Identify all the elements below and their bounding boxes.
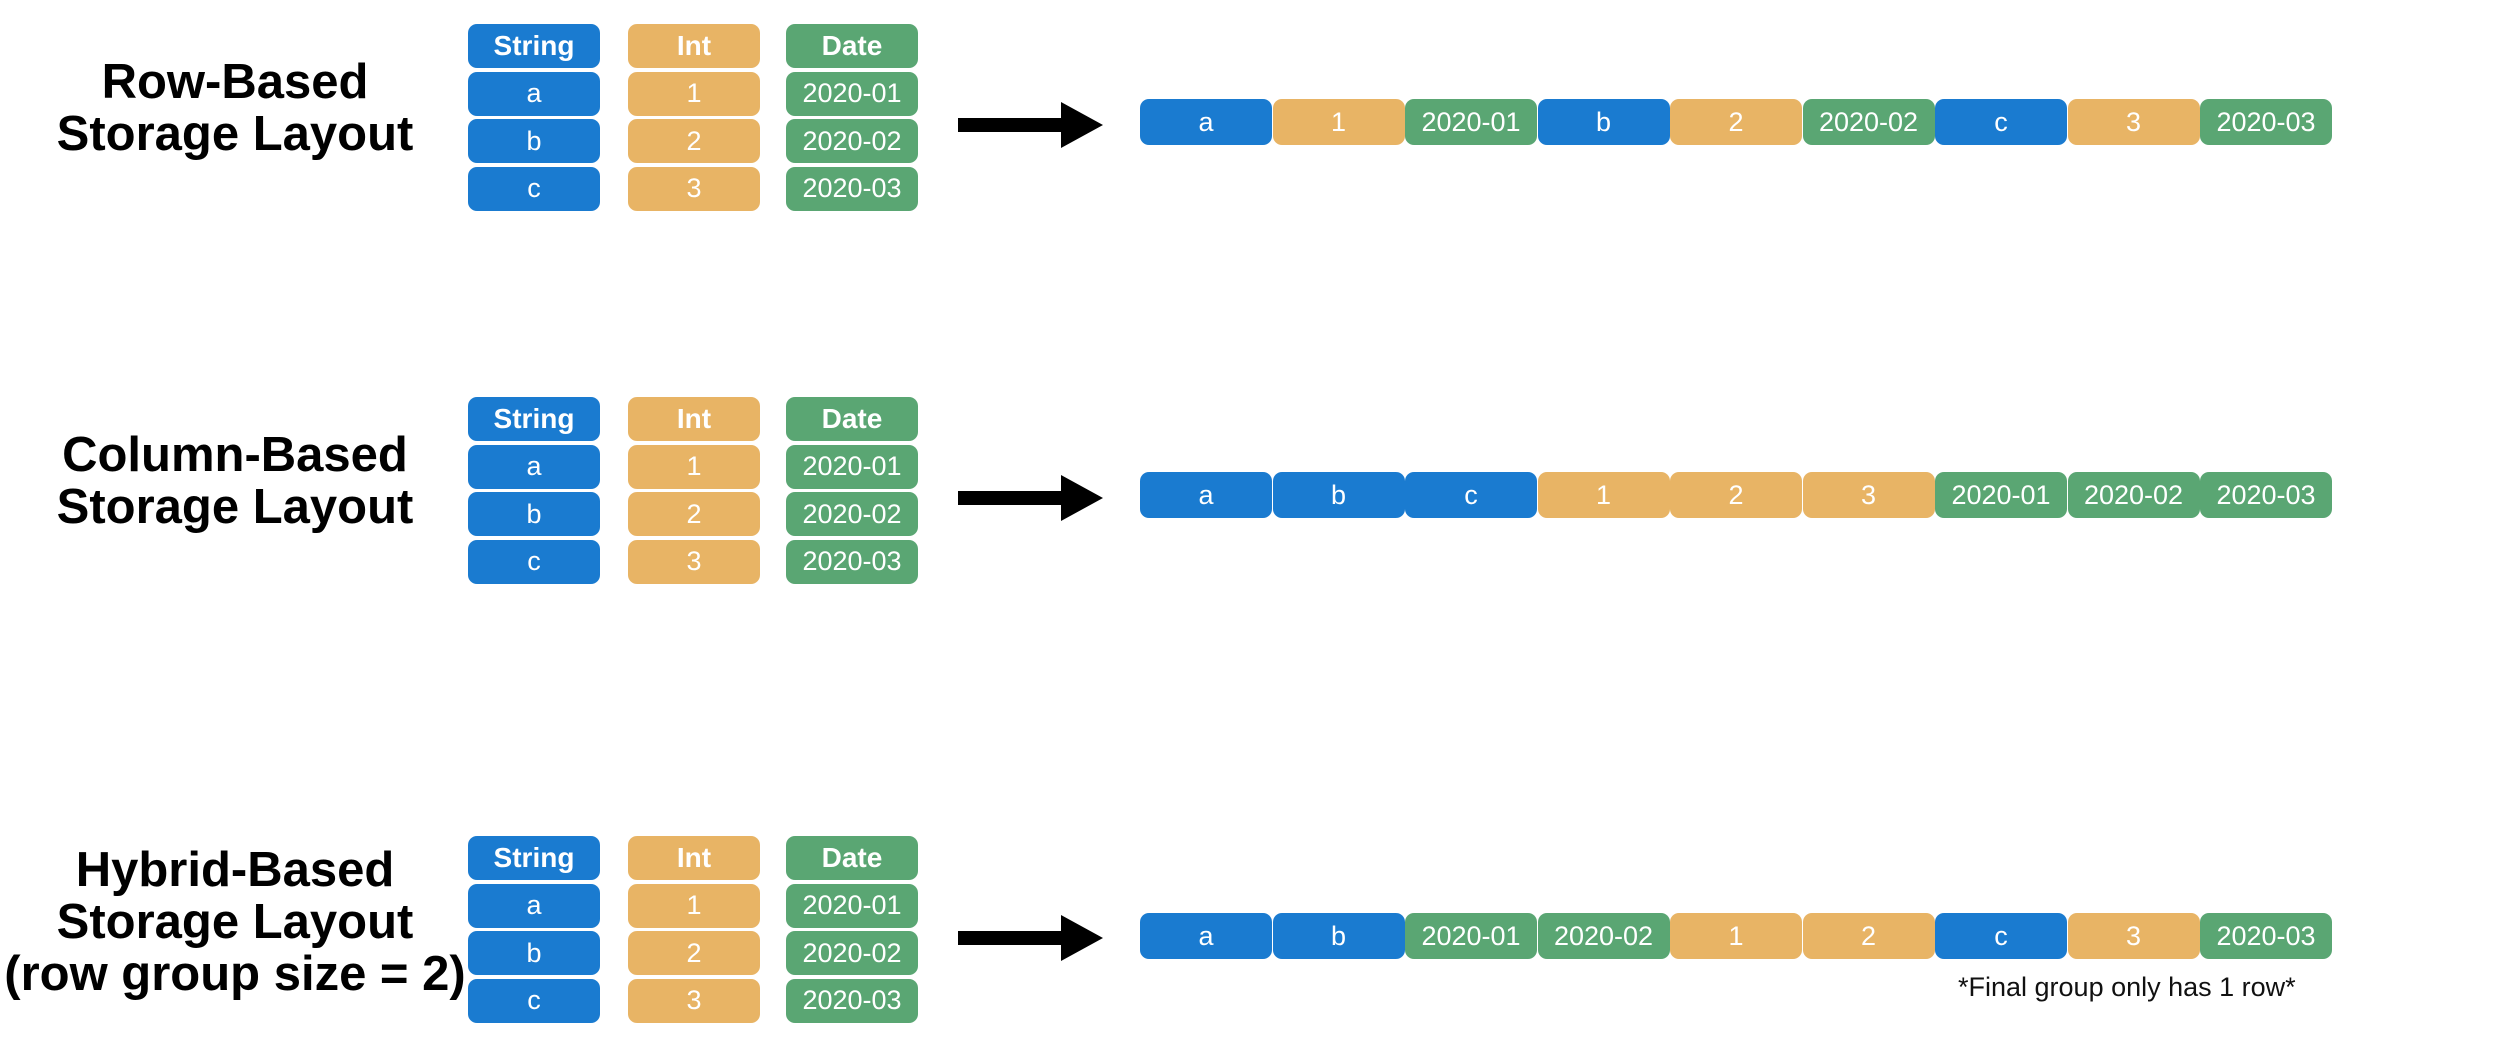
table-cell: 2020-01 [786,71,918,116]
section-title-line: (row group size = 2) [4,947,466,1001]
strip-cell-date: 2020-02 [1802,99,1935,145]
column-header: Int [628,836,760,880]
strip-cell-date: 2020-01 [1935,472,2067,518]
strip-cell-int: 2 [1670,472,1802,518]
section-title-line: Storage Layout [56,480,414,534]
section-title-line: Storage Layout [56,895,414,949]
strip-cell-string: b [1272,913,1405,959]
column-header: String [468,397,600,441]
strip-cell-date: 2020-03 [2200,913,2332,959]
table-cell: c [468,978,600,1023]
strip-cell-string: c [1935,99,2067,145]
column-header: String [468,24,600,68]
strip-cell-int: 1 [1272,99,1405,145]
section-title-line: Hybrid-Based [75,843,395,897]
table-cell: 1 [628,444,760,489]
strip-cell-date: 2020-03 [2200,99,2332,145]
table-cell: 2020-01 [786,883,918,928]
table-cell: 3 [628,978,760,1023]
strip-cell-date: 2020-01 [1405,913,1537,959]
table-cell: 1 [628,883,760,928]
strip-cell-date: 2020-02 [2067,472,2200,518]
section-title-line: Row-Based [101,55,369,109]
right-arrow-icon [958,475,1103,521]
table-cell: 2 [628,492,760,536]
table-cell: b [468,931,600,975]
table-cell: c [468,539,600,584]
column-header: Date [786,24,918,68]
strip-cell-int: 1 [1537,472,1670,518]
strip-cell-string: c [1935,913,2067,959]
table-cell: b [468,119,600,163]
table-cell: b [468,492,600,536]
strip-cell-string: b [1537,99,1670,145]
column-header: Int [628,397,760,441]
table-cell: a [468,71,600,116]
footnote: *Final group only has 1 row* [1958,972,2296,1002]
strip-cell-int: 3 [2067,913,2200,959]
right-arrow-icon [958,102,1103,148]
table-cell: 3 [628,166,760,211]
column-header: Date [786,836,918,880]
strip-cell-date: 2020-03 [2200,472,2332,518]
strip-cell-string: a [1140,913,1272,959]
section-title-line: Column-Based [62,428,408,482]
strip-cell-string: a [1140,472,1272,518]
strip-cell-date: 2020-01 [1405,99,1537,145]
strip-cell-string: b [1272,472,1405,518]
strip-cell-int: 2 [1670,99,1802,145]
table-cell: 1 [628,71,760,116]
table-cell: 2020-02 [786,931,918,975]
right-arrow-icon [958,915,1103,961]
table-cell: 2020-01 [786,444,918,489]
column-header: Date [786,397,918,441]
table-cell: 2020-03 [786,539,918,584]
table-cell: 2020-02 [786,119,918,163]
strip-cell-int: 2 [1802,913,1935,959]
table-cell: 2 [628,931,760,975]
column-header: String [468,836,600,880]
table-cell: 2 [628,119,760,163]
table-cell: 2020-02 [786,492,918,536]
strip-cell-string: c [1405,472,1537,518]
table-cell: c [468,166,600,211]
table-cell: a [468,883,600,928]
strip-cell-int: 3 [2067,99,2200,145]
strip-cell-date: 2020-02 [1537,913,1670,959]
table-cell: 3 [628,539,760,584]
strip-cell-int: 3 [1802,472,1935,518]
table-cell: 2020-03 [786,978,918,1023]
strip-cell-int: 1 [1670,913,1802,959]
table-cell: 2020-03 [786,166,918,211]
column-header: Int [628,24,760,68]
section-title-line: Storage Layout [56,107,414,161]
table-cell: a [468,444,600,489]
strip-cell-string: a [1140,99,1272,145]
